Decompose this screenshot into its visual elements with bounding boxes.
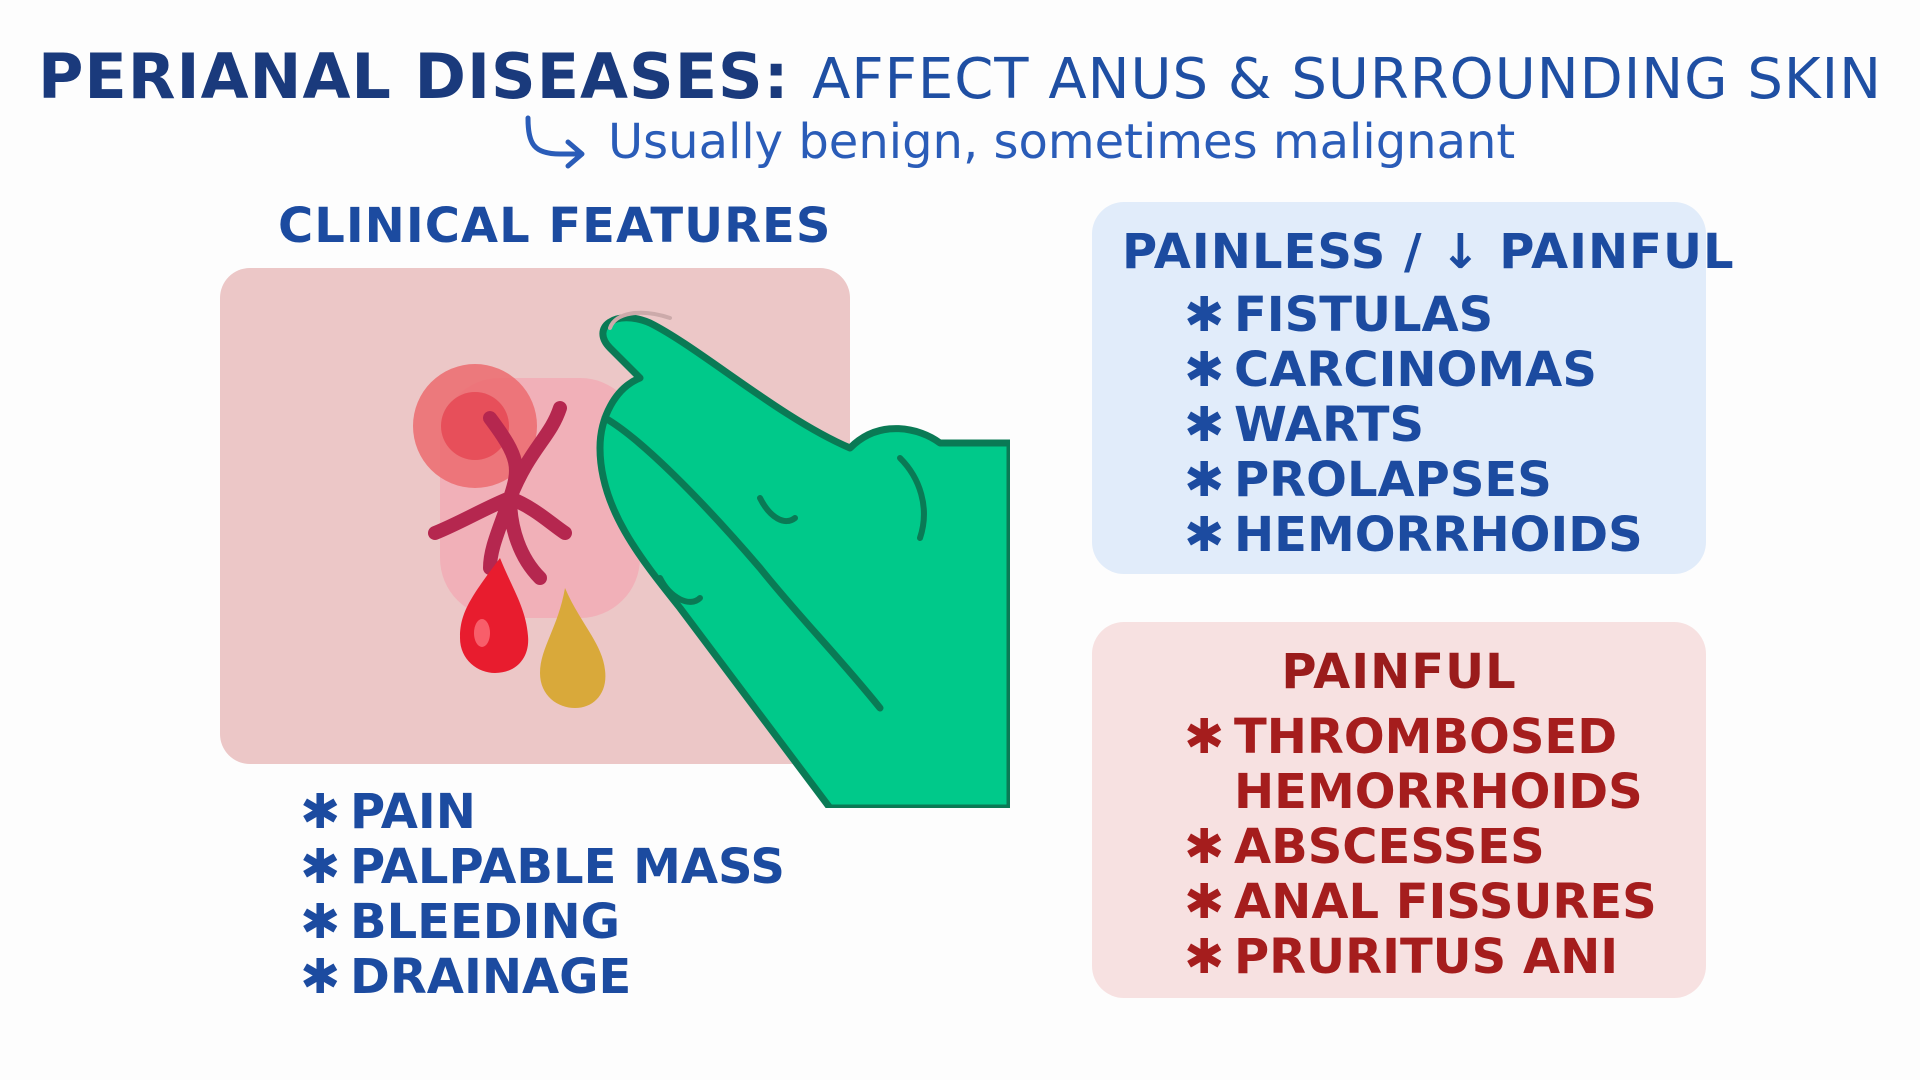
subtitle: Usually benign, sometimes malignant [520, 112, 1515, 172]
page-title: PERIANAL DISEASES: AFFECT ANUS & SURROUN… [0, 40, 1920, 113]
asterisk-icon: ✱ [1184, 287, 1225, 343]
asterisk-icon: ✱ [300, 949, 341, 1005]
asterisk-icon: ✱ [1184, 819, 1225, 875]
asterisk-icon: ✱ [1184, 342, 1225, 398]
asterisk-icon: ✱ [300, 839, 341, 895]
list-item: ✱WARTS [1184, 397, 1425, 453]
curved-arrow-icon [525, 115, 585, 169]
list-item: ✱PALPABLE MASS [300, 839, 785, 895]
painless-heading: PAINLESS / ↓ PAINFUL [1122, 224, 1735, 280]
title-rest: AFFECT ANUS & SURROUNDING SKIN [812, 47, 1883, 112]
asterisk-icon: ✱ [1184, 929, 1225, 985]
list-item: ✱PAIN [300, 784, 476, 840]
list-item: ✱BLEEDING [300, 894, 621, 950]
asterisk-icon: ✱ [300, 894, 341, 950]
blood-drop [460, 558, 529, 673]
perianal-illustration [220, 268, 1010, 808]
title-main: PERIANAL DISEASES: [37, 40, 790, 113]
drainage-drop [540, 588, 606, 708]
asterisk-icon: ✱ [1184, 452, 1225, 508]
list-item: ✱ THROMBOSED HEMORRHOIDS [1184, 709, 1643, 820]
painless-box: PAINLESS / ↓ PAINFUL ✱FISTULAS ✱CARCINOM… [1092, 202, 1734, 574]
list-item: ✱ABSCESSES [1184, 819, 1545, 875]
subtitle-text: Usually benign, sometimes malignant [608, 114, 1516, 170]
list-item: ✱PRURITUS ANI [1184, 929, 1619, 985]
asterisk-icon: ✱ [1184, 709, 1225, 765]
painful-list: ✱ THROMBOSED HEMORRHOIDS ✱ABSCESSES ✱ANA… [1184, 710, 1657, 985]
list-item: ✱PROLAPSES [1184, 452, 1552, 508]
list-item: ✱HEMORRHOIDS [1184, 507, 1643, 563]
asterisk-icon: ✱ [1184, 507, 1225, 563]
list-item: ✱ANAL FISSURES [1184, 874, 1657, 930]
fissure-lines [428, 401, 572, 585]
glove-hand [596, 314, 1010, 808]
list-item: ✱CARCINOMAS [1184, 342, 1597, 398]
painless-list: ✱FISTULAS ✱CARCINOMAS ✱WARTS ✱PROLAPSES … [1184, 288, 1643, 563]
painful-heading: PAINFUL [1281, 644, 1517, 700]
clinical-features-list: ✱PAIN ✱PALPABLE MASS ✱BLEEDING ✱DRAINAGE [300, 785, 785, 1005]
arrow-down-icon: ↓ [1440, 224, 1482, 280]
list-item: ✱DRAINAGE [300, 949, 632, 1005]
list-item: ✱FISTULAS [1184, 287, 1494, 343]
asterisk-icon: ✱ [1184, 874, 1225, 930]
clinical-features-heading: CLINICAL FEATURES [278, 198, 832, 254]
asterisk-icon: ✱ [1184, 397, 1225, 453]
asterisk-icon: ✱ [300, 784, 341, 840]
painful-box: PAINFUL ✱ THROMBOSED HEMORRHOIDS ✱ABSCES… [1092, 622, 1706, 998]
